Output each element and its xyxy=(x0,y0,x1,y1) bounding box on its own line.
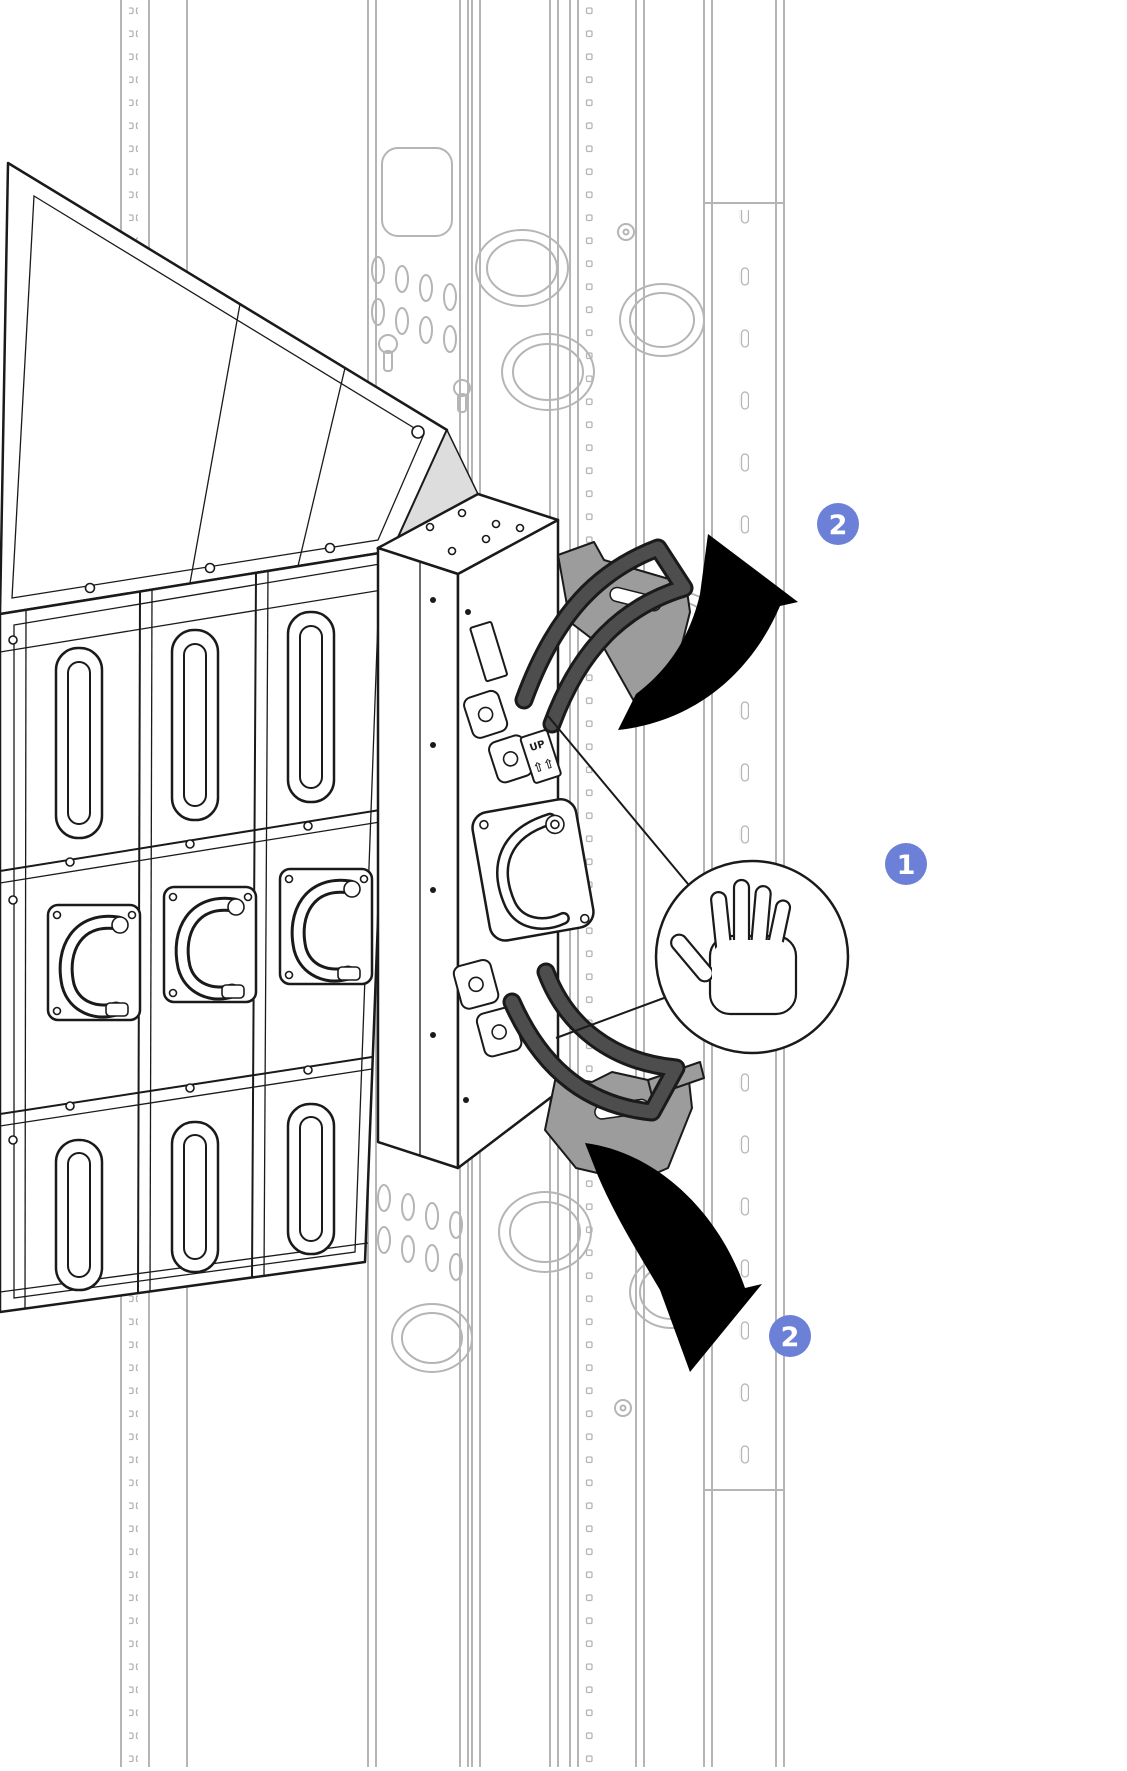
rotate-down-arrow-icon xyxy=(585,1143,762,1372)
up-label-text: UP xyxy=(528,739,546,754)
step-1-badge: 1 xyxy=(885,843,927,885)
bezel-main-latch xyxy=(471,798,595,942)
cable-ring xyxy=(391,1303,473,1373)
chassis-front-panel xyxy=(0,549,394,1314)
cable-ring xyxy=(501,333,595,411)
post-oval-holes-bottom xyxy=(377,1184,463,1281)
module-pull-handle xyxy=(286,610,336,804)
step-2-top-badge: 2 xyxy=(817,503,859,545)
module-pull-handle xyxy=(170,628,220,822)
component-top-handle xyxy=(514,538,694,734)
cable-ring xyxy=(619,283,705,357)
step-2-bottom-badge: 2 xyxy=(769,1315,811,1357)
post-cutout xyxy=(381,147,453,237)
module-latch-handle xyxy=(46,903,142,1022)
module-pull-handle xyxy=(170,1120,220,1274)
up-arrows-icon: ⇧⇧ xyxy=(531,756,556,777)
step-1-number: 1 xyxy=(897,850,916,881)
step-2-top-number: 2 xyxy=(829,510,848,541)
center-rack-post xyxy=(367,0,471,1767)
module-pull-handle xyxy=(54,646,104,840)
chassis-top-panel xyxy=(0,161,449,616)
server-chassis xyxy=(0,161,449,1314)
cable-ring xyxy=(498,1191,592,1273)
rotate-up-arrow-icon xyxy=(618,534,798,730)
callout-line-bottom-handle xyxy=(555,997,665,1039)
module-pull-handle xyxy=(54,1138,104,1292)
module-pull-handle xyxy=(286,1102,336,1256)
step-2-bottom-number: 2 xyxy=(781,1322,800,1353)
cable-ring xyxy=(475,229,569,307)
module-latch-handle xyxy=(162,885,258,1004)
component-bottom-handle xyxy=(502,962,686,1122)
post-keyhole-slots xyxy=(378,334,471,413)
component-side-face xyxy=(376,546,460,1170)
callout-line-top-handle xyxy=(547,715,689,885)
hand-gesture-callout xyxy=(654,859,850,1055)
module-latch-handle xyxy=(278,867,374,986)
post-oval-holes-top xyxy=(371,256,457,353)
up-orientation-label: UP ⇧⇧ xyxy=(519,729,562,784)
bezel-hook-latch xyxy=(463,689,534,784)
hand-icon xyxy=(670,878,798,1016)
